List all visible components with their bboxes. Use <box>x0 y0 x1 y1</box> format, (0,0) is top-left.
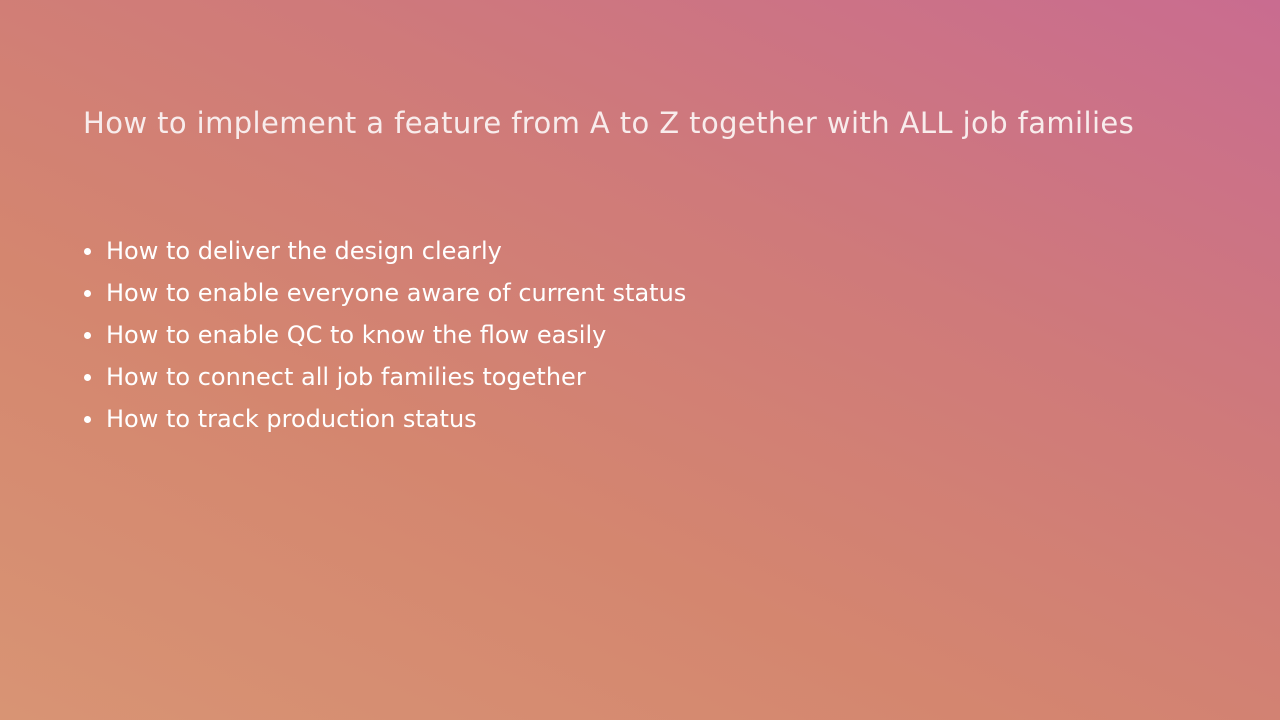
bullet-dot-icon <box>84 373 91 381</box>
bullet-item-enable-awareness: How to enable everyone aware of current … <box>80 272 686 314</box>
bullet-item-deliver-design: How to deliver the design clearly <box>80 230 686 272</box>
bullet-item-enable-qc: How to enable QC to know the flow easily <box>80 314 686 356</box>
bullet-dot-icon <box>84 247 91 255</box>
bullet-dot-icon <box>84 289 91 297</box>
slide-title: How to implement a feature from A to Z t… <box>83 106 1135 140</box>
bullet-item-track-production: How to track production status <box>80 398 686 440</box>
bullet-list: How to deliver the design clearly How to… <box>80 230 686 440</box>
bullet-text: How to connect all job families together <box>106 363 586 391</box>
bullet-dot-icon <box>84 415 91 423</box>
bullet-text: How to enable QC to know the flow easily <box>106 321 607 349</box>
bullet-dot-icon <box>84 331 91 339</box>
bullet-text: How to enable everyone aware of current … <box>106 279 687 307</box>
bullet-text: How to track production status <box>106 405 477 433</box>
bullet-text: How to deliver the design clearly <box>106 237 502 265</box>
bullet-item-connect-job-families: How to connect all job families together <box>80 356 686 398</box>
